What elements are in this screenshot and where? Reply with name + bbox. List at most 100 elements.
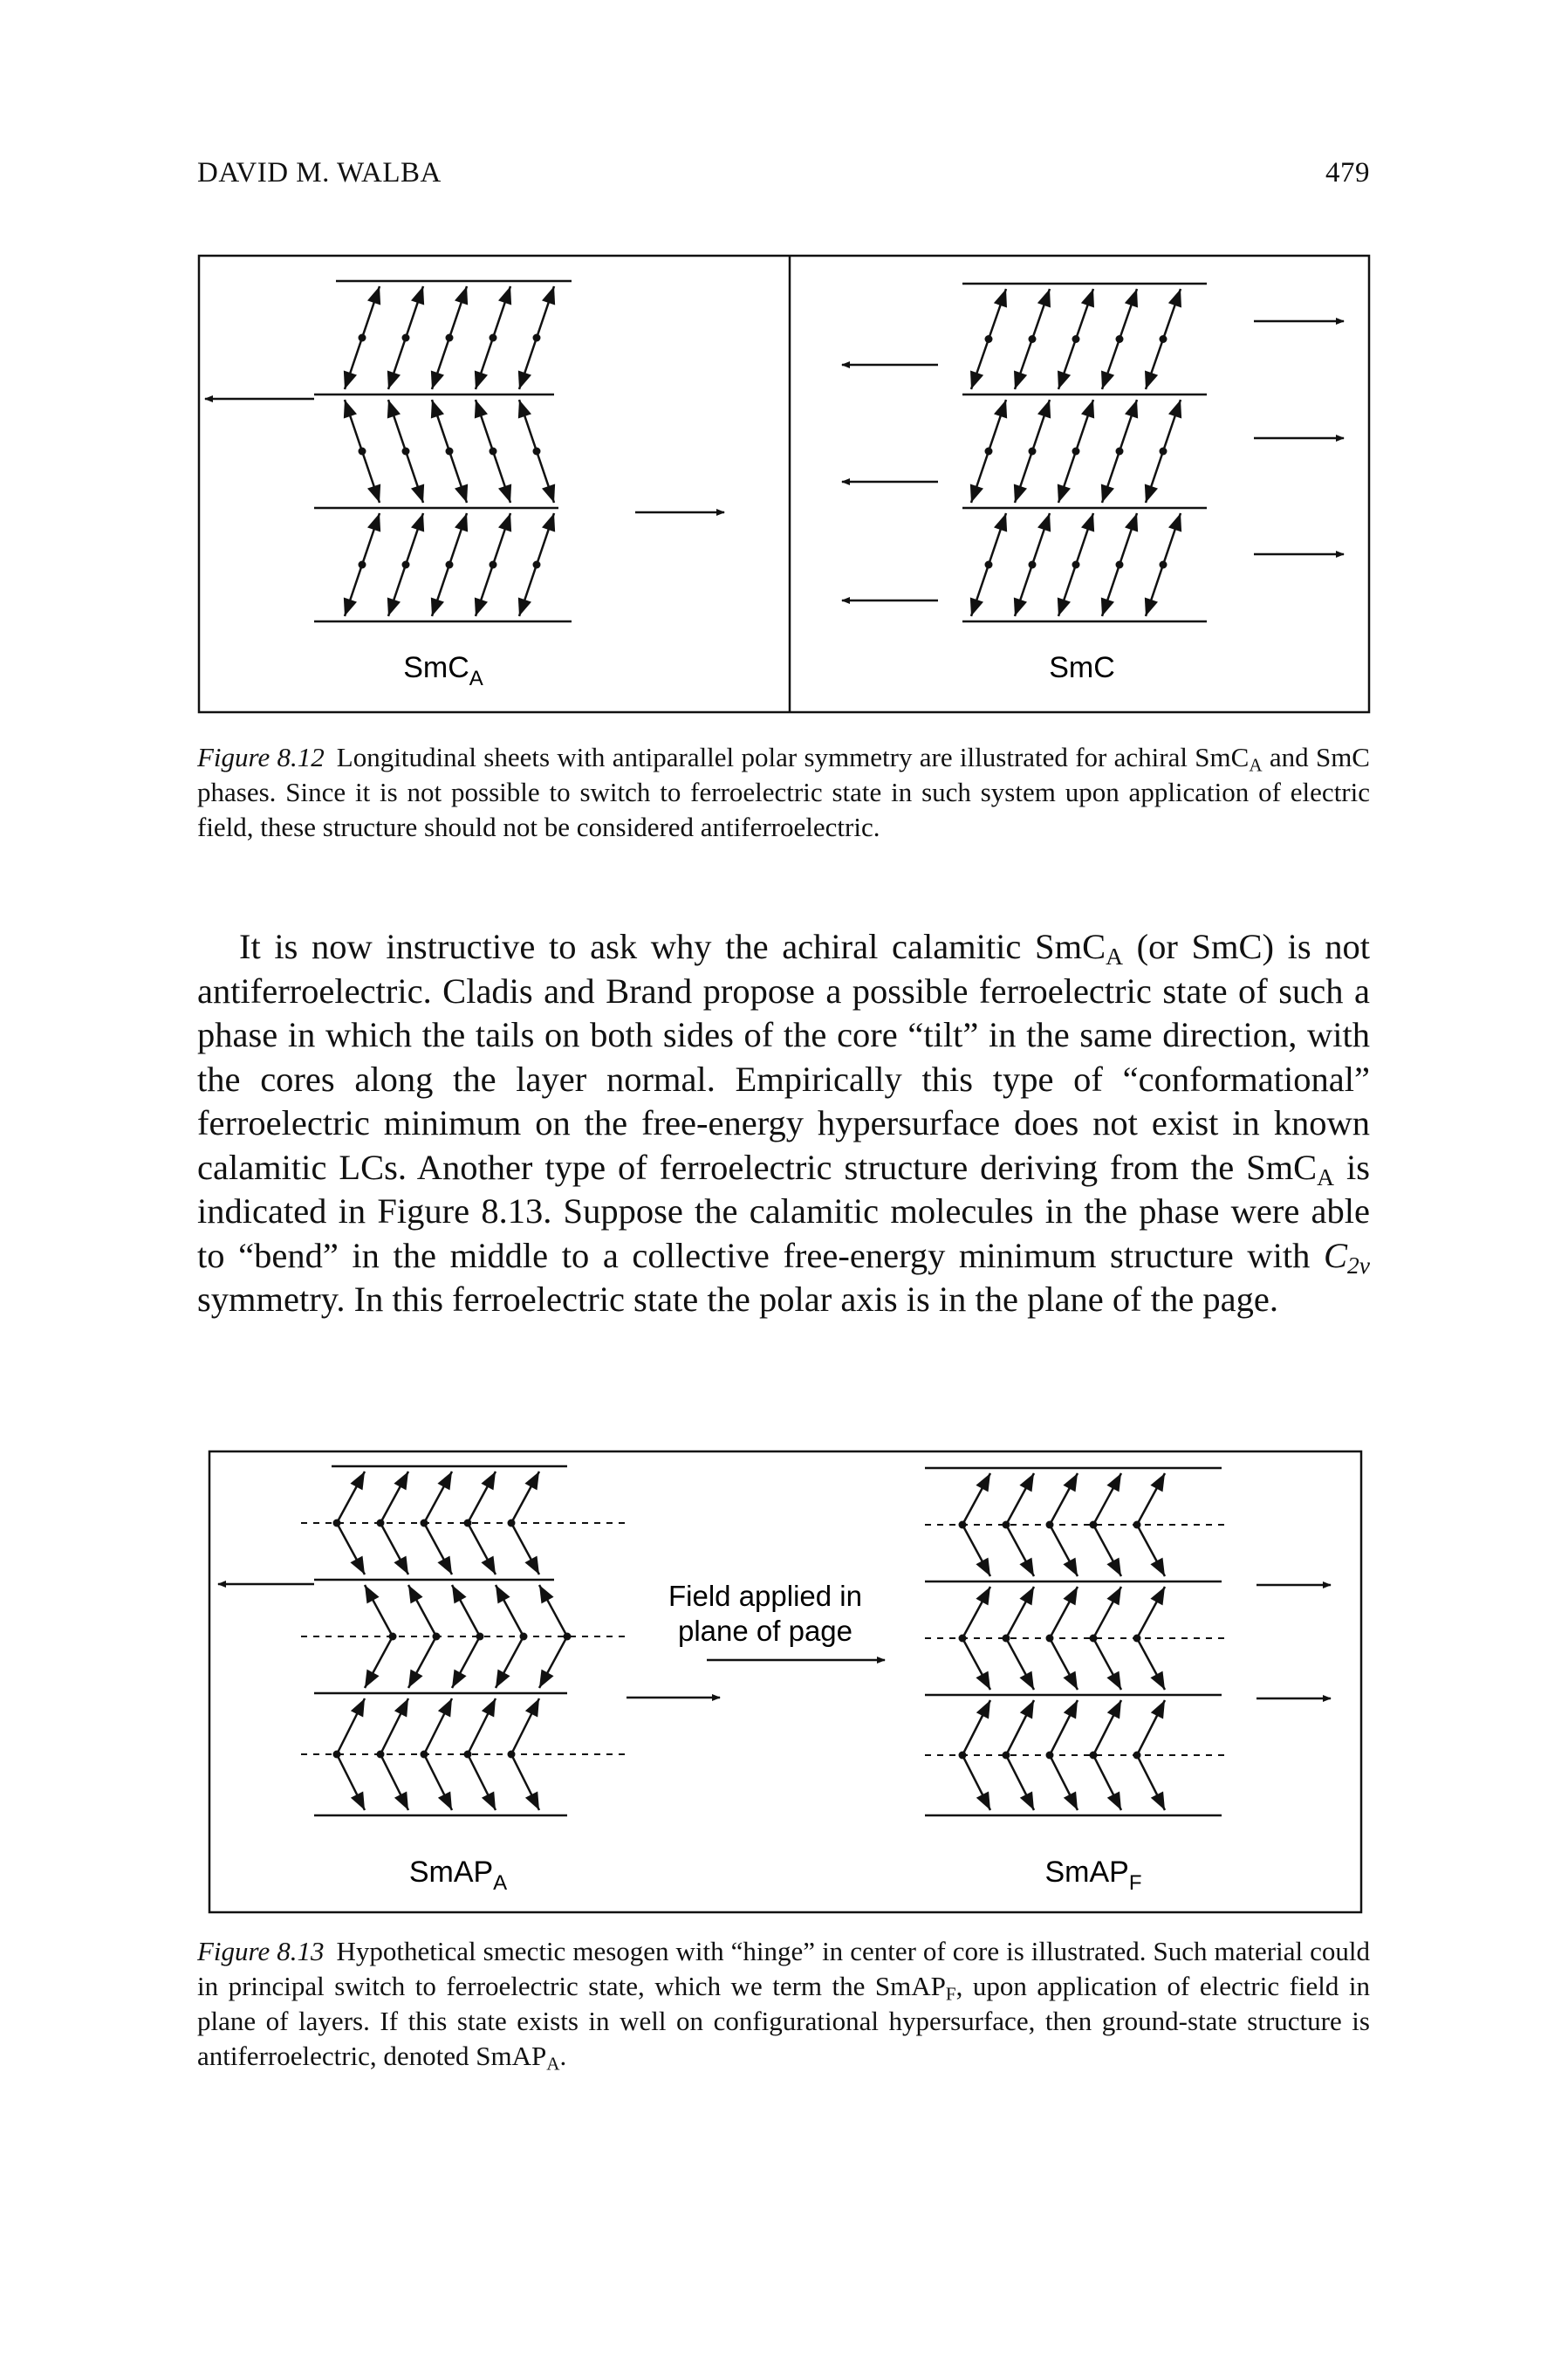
bent-molecule-hinge xyxy=(519,1632,528,1641)
molecule-dipole-dot xyxy=(489,333,497,342)
fig13-frame xyxy=(208,1450,1363,1914)
bent-molecule xyxy=(420,1471,454,1575)
molecule-head-top xyxy=(411,513,425,532)
molecule-dipole-dot xyxy=(1115,447,1124,456)
molecule-head-bottom xyxy=(498,484,512,503)
fig13-smapf-panel xyxy=(925,1466,1332,1817)
molecule-head-top xyxy=(1081,400,1095,419)
molecule-head-bottom xyxy=(970,370,984,389)
molecule-head-top xyxy=(993,289,1007,308)
molecule-head-top xyxy=(1125,400,1139,419)
bent-molecule xyxy=(463,1698,497,1811)
bent-molecule-hinge xyxy=(1002,1520,1010,1529)
molecule xyxy=(517,512,556,617)
molecule-dipole-dot xyxy=(445,560,454,569)
molecule-head-bottom xyxy=(1101,370,1115,389)
molecule-head-top xyxy=(1080,289,1094,308)
molecule-head-bottom xyxy=(969,597,983,616)
bent-molecule-hinge xyxy=(1089,1520,1098,1529)
fig13-smapa-panel xyxy=(217,1465,721,1817)
molecule-dipole-dot xyxy=(1072,447,1080,456)
running-head: DAVID M. WALBA 479 xyxy=(197,157,1370,192)
molecule-dipole-dot xyxy=(1028,560,1037,569)
bent-molecule-head-bottom xyxy=(394,1555,408,1574)
bent-molecule xyxy=(1133,1699,1167,1811)
bent-molecule-hinge xyxy=(1045,1634,1054,1643)
bent-molecule-head-top xyxy=(1106,1473,1121,1492)
fig13-smapa-label: SmAPA xyxy=(409,1856,507,1895)
bent-molecule-head-top xyxy=(1019,1587,1034,1606)
bent-molecule-hinge xyxy=(388,1632,397,1641)
molecule xyxy=(343,512,381,617)
bent-molecule xyxy=(1045,1472,1079,1577)
molecule xyxy=(387,512,425,617)
bent-molecule xyxy=(1089,1472,1123,1577)
molecule-dipole-dot xyxy=(1028,447,1037,456)
molecule-dipole-dot xyxy=(445,447,454,456)
fig13-caption-label: Figure 8.13 xyxy=(197,1936,325,1966)
molecule-head-bottom xyxy=(1145,370,1159,389)
bent-molecule xyxy=(1089,1586,1123,1691)
bent-molecule-head-bottom xyxy=(1106,1671,1121,1690)
bent-molecule-head-bottom xyxy=(1150,1791,1165,1810)
molecule-dipole-dot xyxy=(445,333,454,342)
fig12-frame xyxy=(197,254,1371,714)
bent-molecule xyxy=(450,1584,484,1689)
bent-molecule-hinge xyxy=(432,1632,441,1641)
molecule-head-top xyxy=(542,286,556,305)
molecule xyxy=(517,399,556,504)
molecule-head-bottom xyxy=(1013,484,1027,503)
bent-molecule-head-top xyxy=(539,1585,554,1604)
molecule xyxy=(430,285,469,390)
molecule-dipole-dot xyxy=(401,447,410,456)
bent-molecule-head-top xyxy=(1106,1587,1121,1606)
bent-molecule xyxy=(958,1472,992,1577)
molecule-head-top xyxy=(411,286,425,305)
molecule-head-top xyxy=(994,400,1008,419)
molecule xyxy=(1100,512,1139,617)
fig12-smca-panel xyxy=(204,279,725,623)
bent-molecule xyxy=(1002,1472,1036,1577)
bent-molecule-hinge xyxy=(958,1634,967,1643)
molecule xyxy=(387,285,425,390)
bent-molecule xyxy=(1133,1472,1167,1577)
molecule-head-bottom xyxy=(430,370,444,389)
molecule xyxy=(430,399,469,504)
bent-molecule-head-top xyxy=(1019,1473,1034,1492)
molecule-dipole-dot xyxy=(984,335,993,343)
bent-molecule-head-top xyxy=(1019,1700,1034,1719)
molecule xyxy=(969,512,1008,617)
bent-molecule-head-bottom xyxy=(524,1555,539,1574)
molecule-dipole-dot xyxy=(489,447,497,456)
molecule-head-top xyxy=(517,400,531,419)
bent-molecule-hinge xyxy=(1089,1751,1098,1760)
molecule-dipole-dot xyxy=(401,333,410,342)
bent-molecule-hinge xyxy=(463,1750,472,1759)
fig12-smc-label: SmC xyxy=(1049,651,1115,684)
bent-molecule-head-top xyxy=(976,1700,990,1719)
bent-molecule-head-top xyxy=(437,1472,452,1491)
bent-molecule-head-top xyxy=(394,1698,408,1718)
bent-molecule-hinge xyxy=(1133,1520,1141,1529)
molecule-head-bottom xyxy=(1014,370,1028,389)
bent-molecule xyxy=(376,1471,410,1575)
molecule xyxy=(1013,288,1051,390)
bent-molecule-head-top xyxy=(452,1585,467,1604)
bent-molecule-head-bottom xyxy=(1106,1791,1121,1810)
molecule-head-bottom xyxy=(387,370,401,389)
molecule-head-top xyxy=(1125,513,1139,532)
bent-molecule-hinge xyxy=(1133,1634,1141,1643)
bent-molecule-head-bottom xyxy=(1150,1557,1165,1576)
bent-molecule-head-bottom xyxy=(1019,1557,1034,1576)
fig13-smapa-label-sub: A xyxy=(493,1871,507,1895)
molecule-head-bottom xyxy=(474,370,488,389)
bent-molecule-hinge xyxy=(958,1520,967,1529)
bent-molecule-head-bottom xyxy=(350,1791,365,1810)
bent-molecule-head-bottom xyxy=(1063,1671,1078,1690)
bent-molecule-head-bottom xyxy=(496,1669,510,1688)
bent-molecule-head-bottom xyxy=(408,1669,423,1688)
bent-molecule xyxy=(958,1699,992,1811)
molecule-head-bottom xyxy=(367,484,381,503)
bent-molecule xyxy=(363,1584,397,1689)
molecule-head-top xyxy=(994,513,1008,532)
